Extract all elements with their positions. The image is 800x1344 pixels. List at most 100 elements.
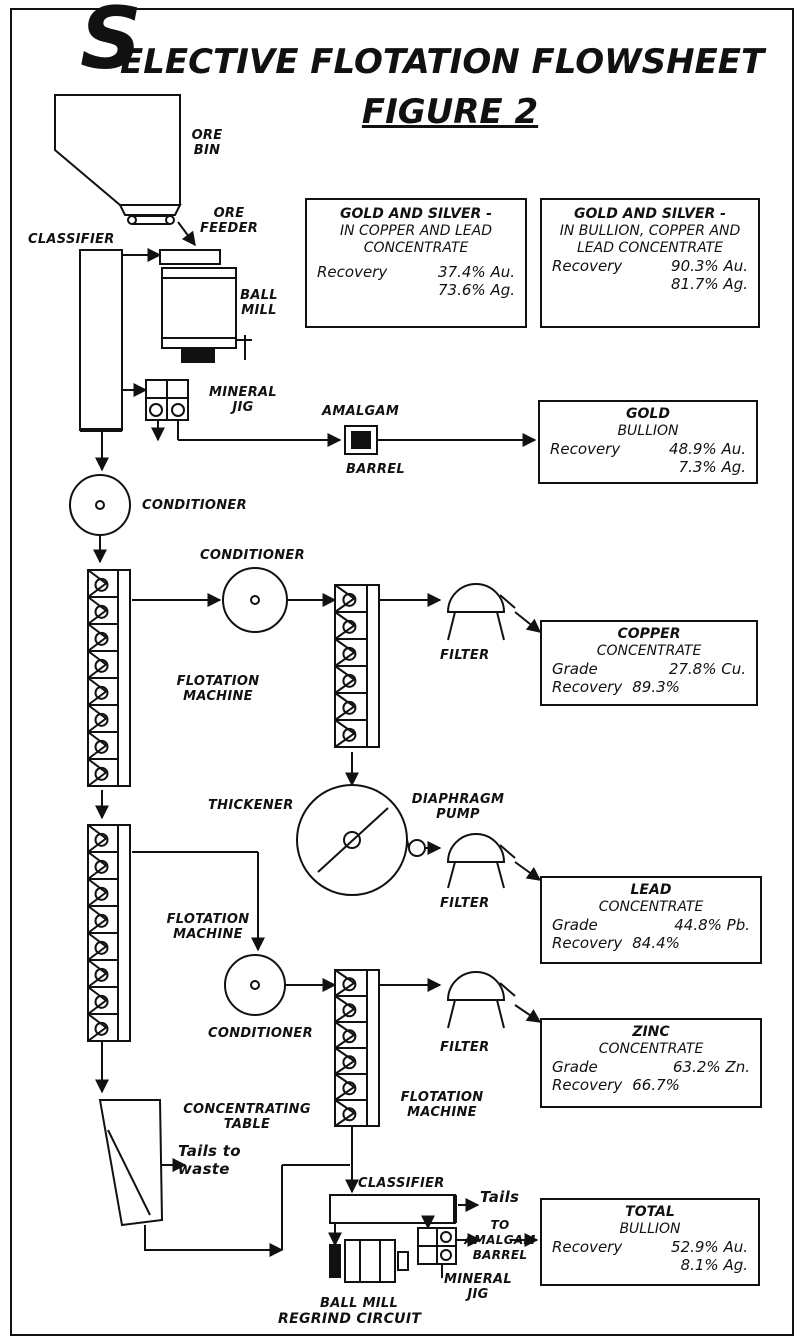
flotation-cell-baffle (334, 1099, 356, 1127)
flotation-cell-baffle (334, 638, 356, 667)
mineral-jig-2-shape (417, 1227, 457, 1265)
ball-mill-shape (159, 249, 252, 363)
box-heading: GOLD (626, 406, 670, 422)
flotation-cell-impeller (94, 967, 109, 982)
flotation-machine-2-label: FLOTATION MACHINE (166, 912, 250, 942)
ball-mill-label: BALL MILL (240, 288, 278, 318)
flotation-cell-baffle (87, 986, 108, 1015)
grade-value: 63.2% Zn. (673, 1058, 750, 1076)
flotation-cell-baffle (87, 596, 108, 625)
concentrating-table-shape (98, 1099, 164, 1227)
copper-cleaner-bank-shape (334, 584, 380, 748)
box-heading: GOLD AND SILVER - (339, 206, 492, 222)
flotation-cell-impeller (94, 1021, 109, 1036)
flotation-cell-baffle (87, 878, 108, 907)
gold-silver-cu-pb-box: GOLD AND SILVER - IN COPPER AND LEAD CON… (305, 198, 527, 328)
box-heading: COPPER (617, 626, 681, 642)
filter-3-shape (446, 971, 516, 1029)
flotation-cell-baffle (87, 731, 108, 760)
regrind-circuit-label: REGRIND CIRCUIT (278, 1311, 422, 1327)
figure-label: FIGURE 2 (361, 92, 539, 132)
filter-1-label: FILTER (440, 648, 490, 663)
flotation-cell-impeller (342, 1107, 357, 1122)
box-subheading: BULLION (617, 423, 679, 439)
flotation-launder (366, 969, 380, 1127)
to-amalgam-barrel-label: TO AMALGAM BARREL (464, 1218, 536, 1262)
flotation-cell-baffle (87, 704, 108, 733)
title-initial: S (80, 0, 142, 89)
conditioner-1-label: CONDITIONER (142, 498, 247, 513)
recovery-value: 84.4% (632, 934, 680, 952)
tails-to-waste-label: Tails to waste (178, 1142, 241, 1178)
box-subheading: IN BULLION, COPPER AND LEAD CONCENTRATE (559, 223, 741, 256)
flotation-cell-impeller (342, 700, 357, 715)
classifier-2-shape (329, 1194, 456, 1224)
amalgam-label: AMALGAM (322, 404, 400, 419)
recovery-label: Recovery (317, 263, 388, 281)
diaphragm-pump-label: DIAPHRAGM PUMP (411, 792, 505, 822)
classifier-2-label: CLASSIFIER (358, 1176, 445, 1191)
flotation-cell-baffle (334, 584, 356, 613)
box-subheading: CONCENTRATE (596, 643, 702, 659)
box-subheading: CONCENTRATE (598, 1041, 704, 1057)
flotation-cell-impeller (342, 1003, 357, 1018)
conditioner-1-shape (69, 474, 131, 536)
flotation-cell-impeller (94, 577, 109, 592)
recovery-label: Recovery (552, 1238, 623, 1256)
flotation-cell-impeller (94, 766, 109, 781)
box-subheading: IN COPPER AND LEAD CONCENTRATE (339, 223, 493, 256)
flotation-machine-1-label: FLOTATION MACHINE (176, 674, 260, 704)
flotation-cell-baffle (87, 1013, 108, 1042)
ore-feeder-label: ORE FEEDER (199, 206, 259, 236)
recovery-label: Recovery (552, 257, 623, 275)
flotation-cell-impeller (342, 619, 357, 634)
ag-value: 8.1% Ag. (680, 1256, 748, 1274)
conditioner-3-shape (224, 954, 286, 1016)
flotation-cell-impeller (342, 1055, 357, 1070)
page-border (10, 8, 794, 1336)
tails-label: Tails (480, 1188, 520, 1206)
flotation-cell-impeller (94, 832, 109, 847)
filter-1-shape (446, 583, 516, 641)
flotation-cell-baffle (334, 692, 356, 721)
filter-2-shape (446, 833, 516, 889)
flotation-cell-impeller (94, 685, 109, 700)
flotation-cell-impeller (342, 1081, 357, 1096)
flotation-cell-baffle (87, 959, 108, 988)
flotation-cell-baffle (87, 569, 108, 598)
recovery-value: 66.7% (632, 1076, 680, 1094)
flotation-cell-impeller (94, 739, 109, 754)
mineral-jig-2-label: MINERAL JIG (444, 1272, 512, 1302)
recovery-label: Recovery (552, 934, 623, 952)
au-value: 48.9% Au. (669, 440, 746, 458)
flotation-cell-impeller (94, 604, 109, 619)
au-value: 52.9% Au. (671, 1238, 748, 1256)
flotation-cell-impeller (342, 727, 357, 742)
flotation-cell-impeller (94, 859, 109, 874)
amalgam-barrel-shape (344, 425, 378, 455)
ag-value: 73.6% Ag. (438, 281, 515, 299)
ore-bin-label: ORE BIN (191, 128, 223, 158)
flotation-cell-impeller (342, 1029, 357, 1044)
flotation-machine-3-label: FLOTATION MACHINE (400, 1090, 484, 1120)
flotation-cell-impeller (342, 646, 357, 661)
title-text: ELECTIVE FLOTATION FLOWSHEET (120, 42, 765, 82)
flotation-cell-baffle (87, 677, 108, 706)
box-heading: LEAD (630, 882, 672, 898)
flotation-cell-baffle (87, 623, 108, 652)
conditioner-2-shape (222, 567, 288, 633)
flotation-cell-baffle (334, 719, 356, 748)
recovery-label: Recovery (552, 678, 623, 696)
flotation-machine-3-shape (334, 969, 380, 1127)
conditioner-2-label: CONDITIONER (200, 548, 305, 563)
box-subheading: CONCENTRATE (598, 899, 704, 915)
flotation-cell-baffle (87, 824, 108, 853)
box-heading: GOLD AND SILVER - (573, 206, 726, 222)
recovery-label: Recovery (552, 1076, 623, 1094)
gold-silver-bullion-box: GOLD AND SILVER - IN BULLION, COPPER AND… (540, 198, 760, 328)
box-heading: ZINC (632, 1024, 670, 1040)
